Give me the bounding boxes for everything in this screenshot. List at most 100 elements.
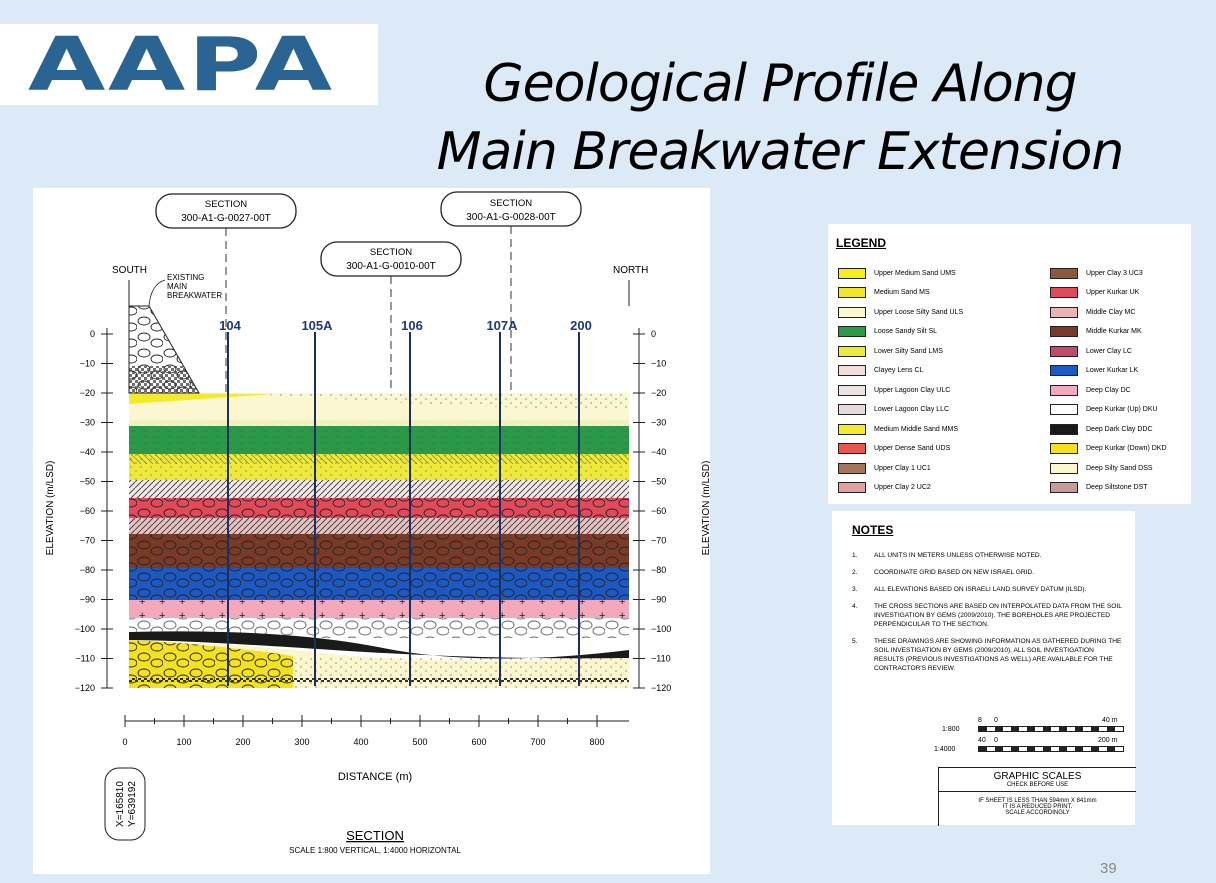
legend-item: Deep Dark Clay DDC [1050, 423, 1153, 435]
legend-item: Deep Siltstone DST [1050, 482, 1147, 494]
y-tick-right: −10 [651, 359, 666, 369]
north-label: NORTH [613, 265, 648, 276]
legend-label: Lower Kurkar LK [1086, 367, 1139, 374]
y-tick-left: −20 [80, 388, 95, 398]
callout-right-line1: SECTION [490, 198, 532, 209]
y-ticks-right: 0−10−20−30−40−50−60−70−80−90−100−110−120 [633, 329, 671, 693]
scale-bars: 8 0 40 m 1:800 40 0 200 m 1:4000 [934, 717, 1132, 757]
legend-item: Lower Kurkar LK [1050, 365, 1138, 377]
section-title: SECTION [346, 828, 404, 843]
title-line-2: Main Breakwater Extension [436, 122, 1125, 182]
legend-label: Clayey Lens CL [874, 367, 924, 374]
x-tick-label: 600 [471, 737, 486, 747]
callout-right-line2: 300-A1-G-0028-00T [466, 212, 556, 223]
y-tick-right: −30 [651, 418, 666, 428]
legend-swatch [838, 423, 866, 435]
callout-left-line1: SECTION [205, 199, 247, 210]
legend-swatch [1050, 345, 1078, 357]
legend-label: Deep Siltstone DST [1086, 484, 1148, 491]
legend-item: Lower Clay LC [1050, 345, 1132, 357]
y-tick-left: −100 [75, 624, 95, 634]
legend-swatch [838, 462, 866, 474]
x-tick-label: 100 [176, 737, 191, 747]
callout-left-line2: 300-A1-G-0027-00T [181, 213, 271, 224]
y-tick-left: 0 [90, 329, 95, 339]
legend-swatch [1050, 287, 1078, 298]
y-tick-right: −40 [651, 447, 666, 457]
y-axis-label-right: ELEVATION (m/LSD) [701, 461, 710, 556]
legend-swatch [838, 267, 866, 279]
legend-label: Lower Silty Sand LMS [874, 347, 943, 355]
legend-swatch [838, 345, 866, 357]
legend-label: Upper Loose Silty Sand ULS [874, 308, 964, 316]
legend-label: Deep Silty Sand DSS [1086, 464, 1153, 472]
y-tick-right: −90 [651, 595, 666, 605]
y-tick-left: −10 [80, 359, 95, 369]
legend-label: Middle Clay MC [1086, 308, 1136, 316]
legend-label: Deep Clay DC [1086, 386, 1131, 394]
legend-swatch [1050, 384, 1078, 396]
notes-list: 1.ALL UNITS IN METERS UNLESS OTHERWISE N… [852, 551, 1124, 681]
legend-item: Upper Clay 3 UC3 [1050, 267, 1143, 279]
section-scale: SCALE 1:800 VERTICAL, 1:4000 HORIZONTAL [289, 846, 461, 855]
legend-label: Lower Clay LC [1086, 347, 1132, 355]
legend-label: Upper Lagoon Clay ULC [874, 386, 951, 394]
borehole-label: 200 [570, 318, 592, 333]
legend-item: Deep Kurkar (Up) DKU [1050, 404, 1158, 416]
legend-item: Clayey Lens CL [838, 365, 923, 377]
legend-label: Lower Lagoon Clay LLC [874, 406, 950, 413]
section-callout-left: SECTION 300-A1-G-0027-00T [155, 193, 297, 402]
x-tick-label: 800 [589, 737, 604, 747]
notes-title: NOTES [852, 523, 894, 537]
legend-item: Upper Medium Sand UMS [838, 267, 956, 279]
y-tick-right: −20 [651, 388, 666, 398]
callout-middle-line2: 300-A1-G-0010-00T [346, 261, 436, 272]
legend-item: Middle Clay MC [1050, 306, 1135, 318]
x-tick-label: 400 [353, 737, 368, 747]
borehole-label: 106 [401, 318, 423, 333]
notes-panel: NOTES 1.ALL UNITS IN METERS UNLESS OTHER… [832, 511, 1136, 826]
y-tick-left: −50 [80, 477, 95, 487]
legend-swatch [1050, 482, 1078, 493]
coord-x: X=165810 [115, 781, 126, 827]
scale-bar-800: 8 0 40 m 1:800 [942, 717, 1132, 735]
coord-y: Y=639192 [127, 781, 138, 827]
y-tick-left: −80 [80, 565, 95, 575]
y-tick-right: −110 [651, 654, 671, 664]
legend-item: Upper Dense Sand UDS [838, 443, 950, 455]
legend-label: Deep Kurkar (Down) DKD [1086, 445, 1167, 452]
svg-text:EXISTING: EXISTING [167, 273, 204, 282]
x-axis-label: DISTANCE (m) [338, 771, 412, 783]
x-tick-label: 500 [412, 737, 427, 747]
aapa-logo: AAPA [28, 22, 335, 108]
legend-swatch [838, 404, 866, 415]
legend-swatch [838, 384, 866, 396]
section-callout-middle: SECTION 300-A1-G-0010-00T [320, 241, 462, 416]
y-axis-label-left: ELEVATION (m/LSD) [45, 461, 56, 556]
x-tick-label: 200 [235, 737, 250, 747]
y-tick-right: −60 [651, 506, 666, 516]
legend-swatch [1050, 423, 1078, 435]
graphic-scales-title: GRAPHIC SCALES [993, 771, 1082, 782]
y-ticks-left: 0−10−20−30−40−50−60−70−80−90−100−110−120 [75, 329, 113, 693]
legend-item: Upper Clay 1 UC1 [838, 462, 931, 474]
coordinates-badge: X=165810 Y=639192 [104, 767, 146, 841]
y-tick-left: −120 [75, 683, 95, 693]
legend-swatch [838, 365, 866, 376]
legend-swatch [1050, 443, 1078, 454]
legend-label: Upper Clay 1 UC1 [874, 464, 931, 472]
section-callout-right: SECTION 300-A1-G-0028-00T [440, 191, 582, 410]
x-tick-label: 0 [122, 737, 127, 747]
svg-text:BREAKWATER: BREAKWATER [167, 291, 222, 300]
y-tick-left: −60 [80, 506, 95, 516]
strata [129, 393, 629, 688]
note-item: 4.THE CROSS SECTIONS ARE BASED ON INTERP… [852, 603, 1122, 628]
y-tick-right: −50 [651, 477, 666, 487]
logo-panel: AAPA [0, 22, 378, 108]
legend-swatch [838, 443, 866, 454]
legend-swatch [1050, 365, 1078, 376]
note-item: 1.ALL UNITS IN METERS UNLESS OTHERWISE N… [852, 552, 1042, 559]
